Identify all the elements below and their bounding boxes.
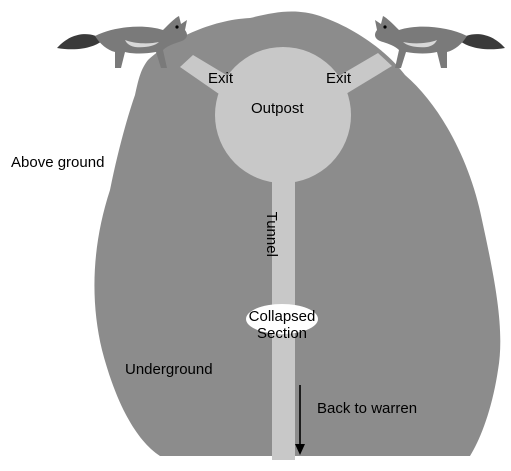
collapsed-label-line2: Section [236,326,328,343]
underground-label: Underground [125,362,213,379]
collapsed-label-line1: Collapsed [236,309,328,326]
back-to-warren-label: Back to warren [317,401,417,418]
collapsed-section-label: Collapsed Section [236,309,328,342]
outpost-label: Outpost [251,101,304,118]
fox-icon [375,16,505,68]
above-ground-label: Above ground [11,155,104,172]
tunnel-label: Tunnel [262,212,279,257]
exit-label-left: Exit [208,71,233,88]
exit-label-right: Exit [326,71,351,88]
